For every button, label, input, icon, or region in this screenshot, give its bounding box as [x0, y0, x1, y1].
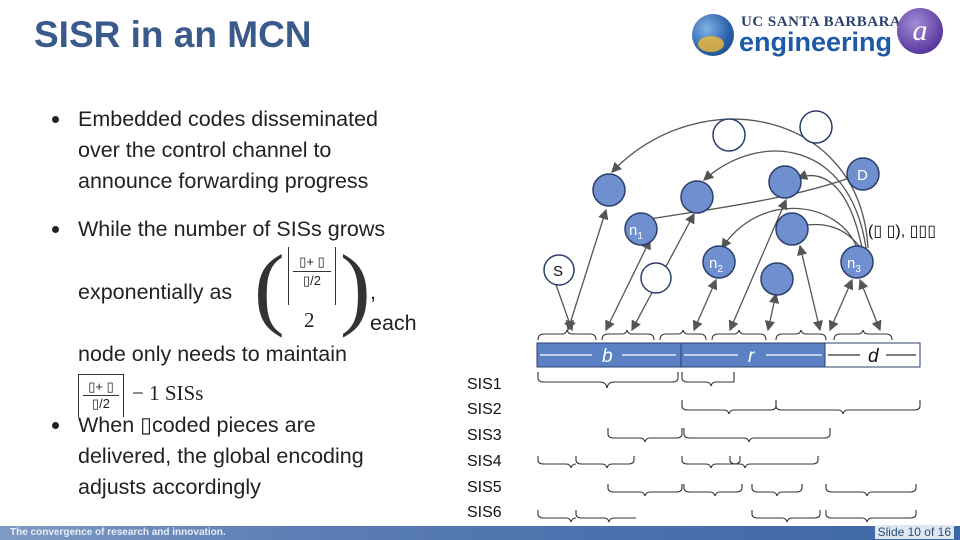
globe-logo-icon: [692, 14, 734, 56]
slide-number: Slide 10 of 16: [874, 525, 954, 539]
label-n3: n: [847, 255, 855, 272]
sis-label-3: SIS3: [467, 427, 502, 444]
sis-label-4: SIS4: [467, 453, 502, 470]
link-8: [797, 244, 823, 332]
arrow-1: [611, 118, 869, 249]
segment-d-label: d: [868, 346, 880, 367]
node-e: [775, 212, 809, 246]
node-n2: [702, 245, 736, 279]
link-9: [858, 278, 882, 332]
node-f: [760, 262, 794, 296]
bullet-3-line-3: adjusts accordingly: [78, 475, 261, 499]
link-6: [728, 198, 788, 332]
node-b: [680, 180, 714, 214]
sis-label-2: SIS2: [467, 401, 502, 418]
segment-bar: b r d: [536, 342, 921, 368]
sis-label-1: SIS1: [467, 376, 502, 393]
node-labels: n1 n2 n3 D: [629, 167, 868, 275]
alcatel-lucent-logo-icon: a: [897, 8, 943, 54]
fraction-numerator: ▯+ ▯: [293, 253, 331, 272]
arrow-2: [703, 150, 867, 249]
arrow-6: [631, 169, 871, 223]
bullet-1: Embedded codes disseminated over the con…: [52, 104, 378, 197]
link-10: [828, 278, 854, 332]
sis-label-6: SIS6: [467, 504, 502, 521]
segment-r-label: r: [748, 346, 755, 367]
bullet-1-line-1: Embedded codes disseminated: [78, 107, 378, 131]
binomial-right-paren: ): [340, 236, 371, 338]
node-a: [592, 173, 626, 207]
node-d: [846, 157, 880, 191]
arrow-3: [796, 170, 863, 249]
bullet-dot-icon: [52, 422, 59, 429]
footer-bar: [0, 526, 960, 540]
ceil-numerator: ▯+ ▯: [83, 379, 119, 396]
slide-title: SISR in an MCN: [34, 14, 312, 55]
bullet-3-line-1: When ▯coded pieces are: [78, 413, 316, 437]
bullet-2-pre: exponentially as: [78, 280, 233, 304]
svg-text:n1: n1: [629, 222, 643, 242]
bullet-dot-icon: [52, 226, 59, 233]
label-n3-sub: 3: [855, 264, 861, 275]
tuple-label: (▯ ▯), ▯▯▯: [868, 223, 936, 240]
node-empty-1: [712, 118, 746, 152]
node-n1: [624, 212, 658, 246]
label-s: S: [553, 263, 563, 280]
node-n3: [840, 245, 874, 279]
label-n2-sub: 2: [717, 264, 723, 275]
bullet-2-ceil-line: ▯+ ▯ ▯/2 − 1 SISs: [78, 370, 385, 420]
footer-tagline: The convergence of research and innovati…: [10, 527, 226, 538]
ucsb-logo-top: UC SANTA BARBARA: [741, 14, 902, 30]
ceil-denominator: ▯/2: [92, 396, 110, 411]
segment-b-label: b: [602, 346, 613, 367]
bullet-1-line-3: announce forwarding progress: [78, 169, 369, 193]
fraction-denominator: ▯/2: [303, 273, 321, 288]
bullet-2-line-3: node only needs to maintain: [78, 342, 347, 366]
bullet-2: While the number of SISs grows exponenti…: [52, 214, 417, 420]
binomial-top-fraction: ▯+ ▯ ▯/2: [288, 247, 336, 305]
bullet-2-formula-line: exponentially as ( ▯+ ▯ ▯/2 2 ) , each: [78, 241, 417, 339]
label-n2: n: [709, 255, 717, 272]
label-n1-sub: 1: [637, 231, 643, 242]
link-5: [692, 278, 718, 332]
bullet-2-line-1: While the number of SISs grows: [78, 217, 386, 241]
bullet-2-post: , each: [370, 280, 417, 335]
link-4: [605, 238, 651, 332]
label-d: D: [857, 167, 868, 184]
binomial-bottom: 2: [304, 308, 315, 332]
link-7: [764, 292, 780, 332]
bullet-3-line-2: delivered, the global encoding: [78, 444, 364, 468]
braces: [537, 329, 921, 523]
ceiling-fraction: ▯+ ▯ ▯/2: [78, 374, 124, 417]
sis-label-5: SIS5: [467, 479, 502, 496]
binomial-left-paren: (: [254, 236, 285, 338]
node-c: [768, 165, 802, 199]
network-nodes: [543, 110, 880, 296]
node-s: [543, 254, 575, 286]
bullet-3: When ▯coded pieces are delivered, the gl…: [52, 410, 364, 503]
ucsb-logo-engineering: engineering: [739, 27, 893, 57]
bullet-2-ceil-post: − 1 SISs: [132, 381, 204, 405]
svg-text:n3: n3: [847, 255, 861, 275]
bullet-1-line-2: over the control channel to: [78, 138, 332, 162]
node-empty-3: [640, 262, 672, 294]
label-n1: n: [629, 222, 637, 239]
link-1: [565, 208, 609, 332]
svg-text:n2: n2: [709, 255, 723, 275]
forwarding-arrows: [546, 118, 882, 332]
node-empty-2: [799, 110, 833, 144]
bullet-dot-icon: [52, 116, 59, 123]
